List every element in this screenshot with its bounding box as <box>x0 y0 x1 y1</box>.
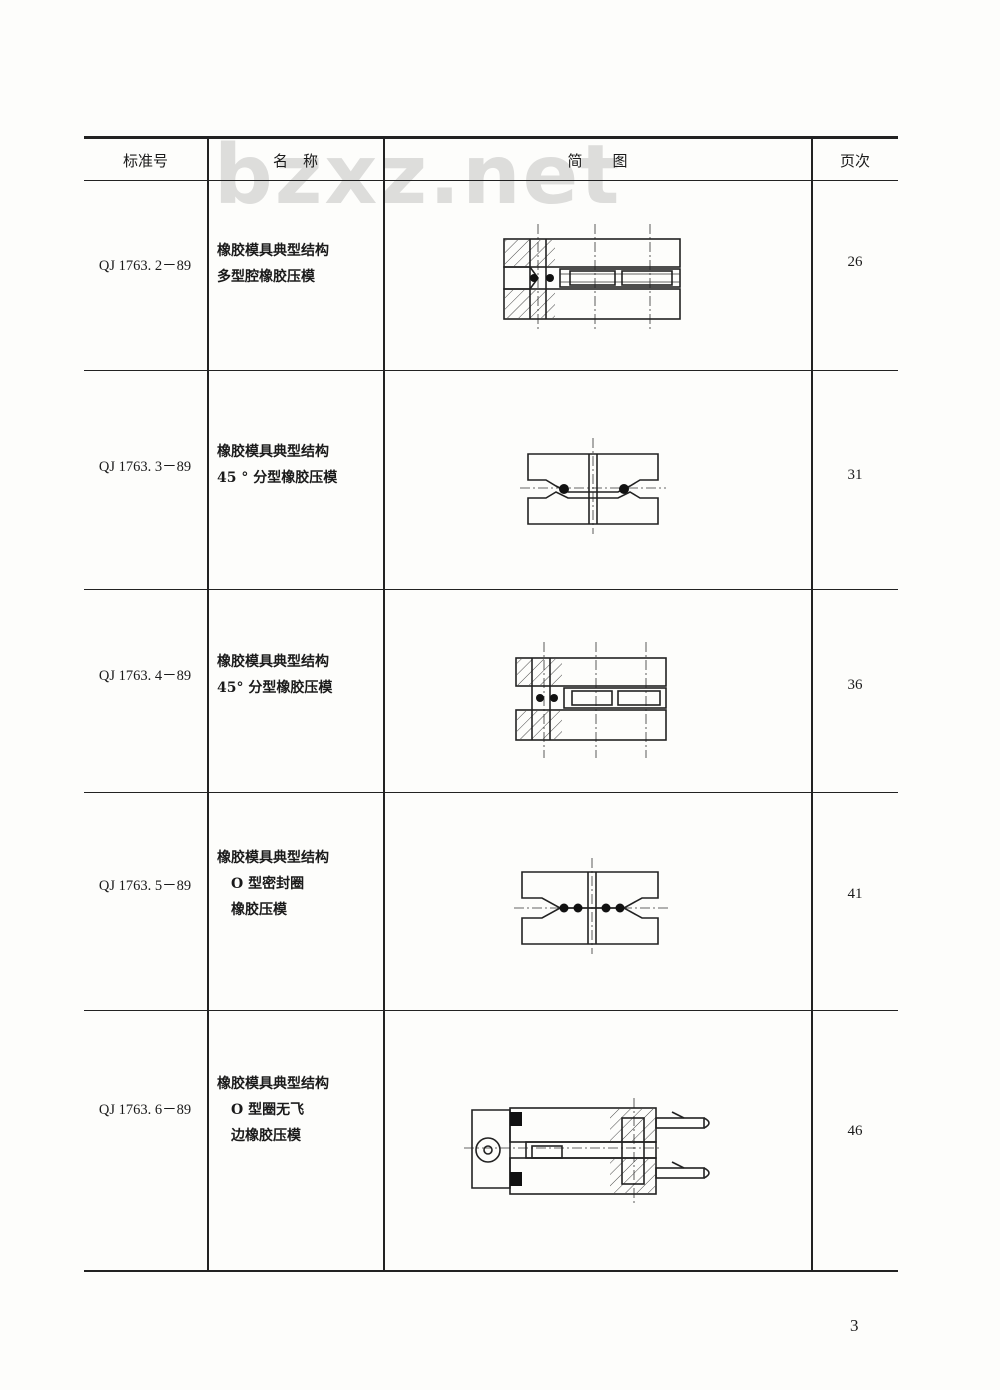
header-rule <box>84 180 898 182</box>
45-degree-split-mold-drawing-icon <box>520 438 666 534</box>
row-4-standard: QJ 1763. 5－89 <box>98 878 192 894</box>
row-3-standard: QJ 1763. 4－89 <box>98 668 192 684</box>
row-5-standard: QJ 1763. 6－89 <box>98 1102 192 1118</box>
row-2-name: 橡胶模具典型结构 45 ° 分型橡胶压模 <box>217 439 381 491</box>
row-4-name-line-3: 橡胶压模 <box>217 902 287 918</box>
column-divider <box>383 137 385 1271</box>
table-top-rule <box>84 136 898 139</box>
row-5-page: 46 <box>847 1123 863 1139</box>
row-4-name: 橡胶模具典型结构 O 型密封圈 橡胶压模 <box>217 845 381 923</box>
row-divider <box>84 1010 898 1012</box>
row-divider <box>84 370 898 372</box>
row-5-name-line-2: O 型圈无飞 <box>217 1102 305 1118</box>
column-divider <box>811 137 813 1271</box>
row-3-name-line-2: 45° 分型橡胶压模 <box>217 680 333 696</box>
header-standard: 标准号 <box>122 152 168 170</box>
row-5-name: 橡胶模具典型结构 O 型圈无飞 边橡胶压模 <box>217 1071 381 1149</box>
row-3-page: 36 <box>847 677 863 693</box>
row-2-standard: QJ 1763. 3－89 <box>98 459 192 475</box>
row-4-name-line-2: O 型密封圈 <box>217 876 305 892</box>
row-2-page: 31 <box>847 467 863 483</box>
row-5-name-line-1: 橡胶模具典型结构 <box>217 1076 329 1092</box>
row-1-standard: QJ 1763. 2－89 <box>98 258 192 274</box>
watermark: bzxz.net <box>214 128 622 223</box>
row-1-name-line-2: 多型腔橡胶压模 <box>217 269 315 285</box>
row-divider <box>84 589 898 591</box>
page-number: 3 <box>850 1316 859 1335</box>
row-4-name-line-1: 橡胶模具典型结构 <box>217 850 329 866</box>
row-5-name-line-3: 边橡胶压模 <box>217 1128 301 1144</box>
row-1-page: 26 <box>847 254 863 270</box>
45-degree-split-mold-stack-drawing-icon <box>515 642 667 758</box>
column-divider <box>207 137 209 1271</box>
row-2-name-line-2: 45 ° 分型橡胶压模 <box>217 470 338 486</box>
row-divider <box>84 792 898 794</box>
row-3-name-line-1: 橡胶模具典型结构 <box>217 654 329 670</box>
row-4-page: 41 <box>847 886 863 902</box>
header-name: 名 称 <box>272 152 318 170</box>
multi-cavity-mold-drawing-icon <box>503 224 681 330</box>
header-diagram: 简 图 <box>567 152 628 170</box>
o-ring-mold-drawing-icon <box>514 858 670 954</box>
table-bottom-rule <box>84 1270 898 1272</box>
header-page: 页次 <box>839 152 870 170</box>
row-2-name-line-1: 橡胶模具典型结构 <box>217 444 329 460</box>
row-1-name: 橡胶模具典型结构 多型腔橡胶压模 <box>217 238 381 290</box>
flashless-o-ring-mold-drawing-icon <box>464 1098 710 1204</box>
row-1-name-line-1: 橡胶模具典型结构 <box>217 243 329 259</box>
row-3-name: 橡胶模具典型结构 45° 分型橡胶压模 <box>217 649 381 701</box>
